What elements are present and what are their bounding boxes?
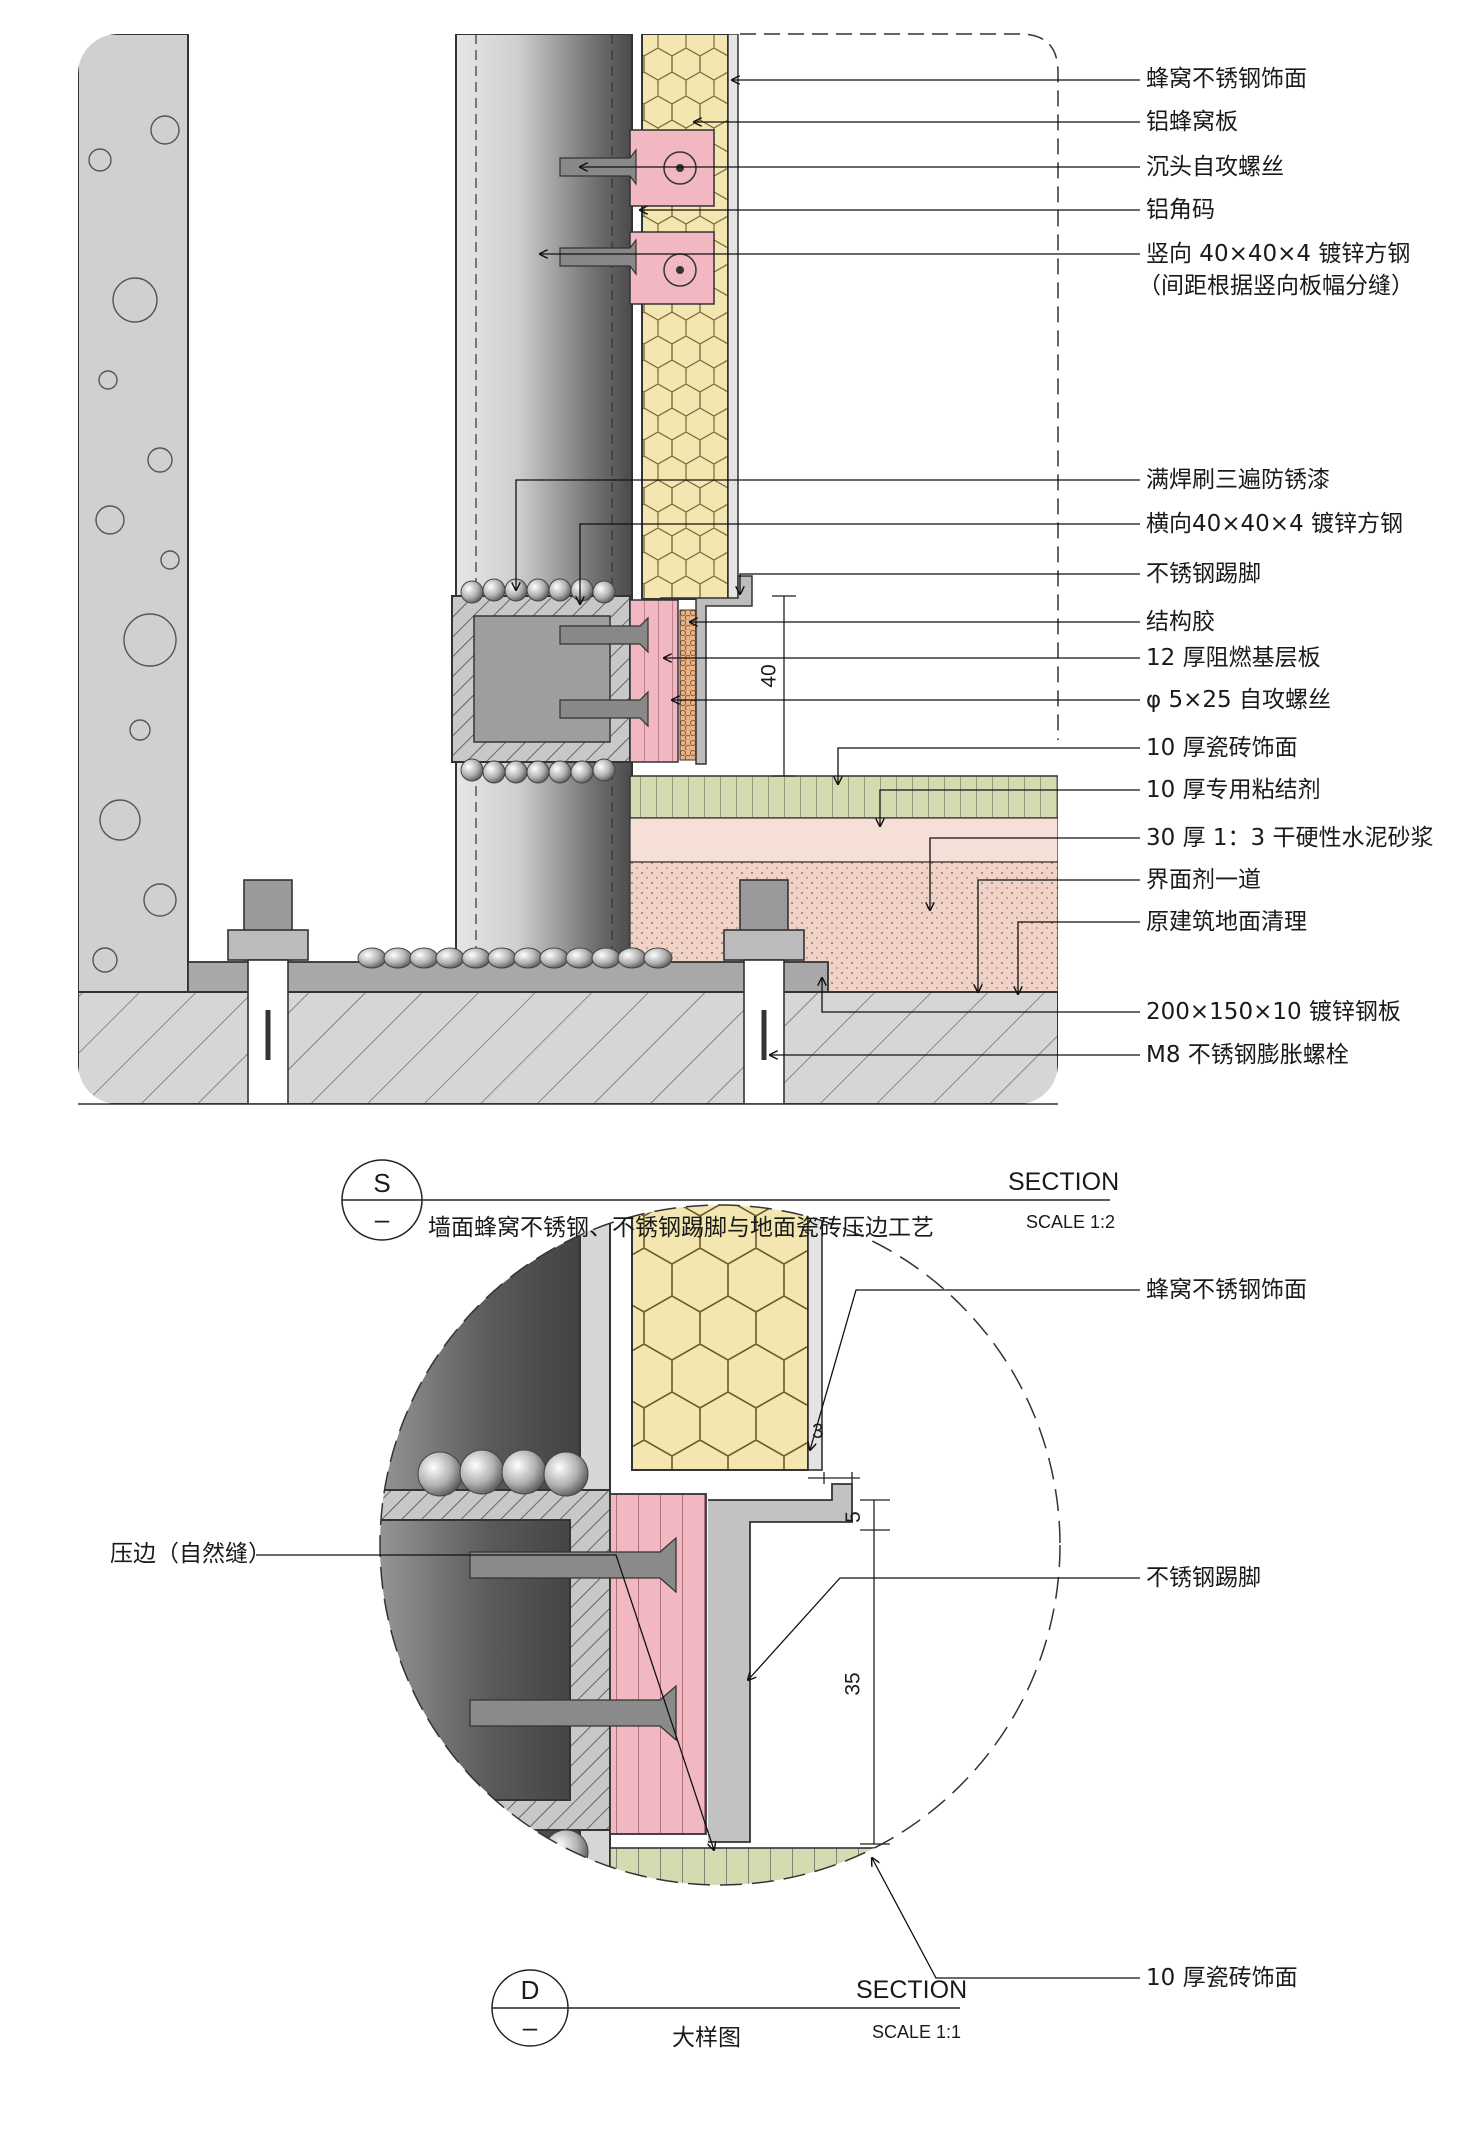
dimension-40-text: 40 [757,664,781,688]
section-d-scale: SCALE 1:1 [872,2022,962,2042]
dimension-3-text: 3 [812,1420,824,1443]
label-tile-adhesive: 10 厚专用粘结剂 [1146,777,1321,803]
section-s-word: SECTION [1008,1168,1120,1196]
label-expansion-bolt: M8 不锈钢膨胀螺栓 [1146,1042,1349,1068]
section-d-sub: – [522,2012,538,2042]
section-s-sub: – [374,1204,390,1234]
label-spacing-note: （间距根据竖向板幅分缝） [1138,273,1414,299]
label-honeycomb-steel: 蜂窝不锈钢饰面 [1146,66,1307,92]
detail-d-enlarged [380,1205,1060,1885]
detail-s-section [78,34,1058,1104]
dimensions-bottom [808,1472,890,1845]
leader-lines-bottom [256,1289,1140,1979]
label-horizontal-steel: 横向40×40×4 镀锌方钢 [1146,511,1404,537]
label-weld-paint: 满焊刷三遍防锈漆 [1146,467,1330,493]
label-countersunk-screw: 沉头自攻螺丝 [1146,154,1284,180]
section-tag-d [491,1969,960,2047]
section-d-title: 大样图 [672,2025,741,2051]
label-d-press-edge: 压边（自然缝） [110,1541,271,1567]
section-d-letter: D [520,1975,540,2005]
section-s-title: 墙面蜂窝不锈钢、不锈钢踢脚与地面瓷砖压边工艺 [428,1215,934,1241]
label-d-skirting: 不锈钢踢脚 [1146,1565,1261,1591]
label-aluminium-angle: 铝角码 [1146,197,1215,223]
label-steel-plate: 200×150×10 镀锌钢板 [1146,999,1401,1025]
label-aluminium-honeycomb: 铝蜂窝板 [1146,109,1238,135]
section-d-word: SECTION [856,1976,968,2004]
dimension-5-text: 5 [841,1511,865,1523]
dimension-35-text: 35 [841,1672,865,1696]
section-tag-s [341,1159,1110,1241]
label-self-tapping: φ 5×25 自攻螺丝 [1146,687,1331,713]
label-d-tile: 10 厚瓷砖饰面 [1146,1965,1298,1991]
dimension-40 [772,595,796,777]
label-tile-finish: 10 厚瓷砖饰面 [1146,735,1298,761]
section-s-scale: SCALE 1:2 [1026,1212,1116,1232]
label-skirting: 不锈钢踢脚 [1146,561,1261,587]
label-fire-board: 12 厚阻燃基层板 [1146,645,1321,671]
label-vertical-steel: 竖向 40×40×4 镀锌方钢 [1146,241,1411,267]
label-interface-agent: 界面剂一道 [1146,867,1261,893]
label-floor-clean: 原建筑地面清理 [1146,909,1307,935]
leader-lines-top [516,80,1140,1055]
label-mortar: 30 厚 1：3 干硬性水泥砂浆 [1146,825,1434,851]
section-s-letter: S [373,1168,391,1198]
label-structural-adhesive: 结构胶 [1146,609,1215,635]
label-d-honeycomb: 蜂窝不锈钢饰面 [1146,1277,1307,1303]
